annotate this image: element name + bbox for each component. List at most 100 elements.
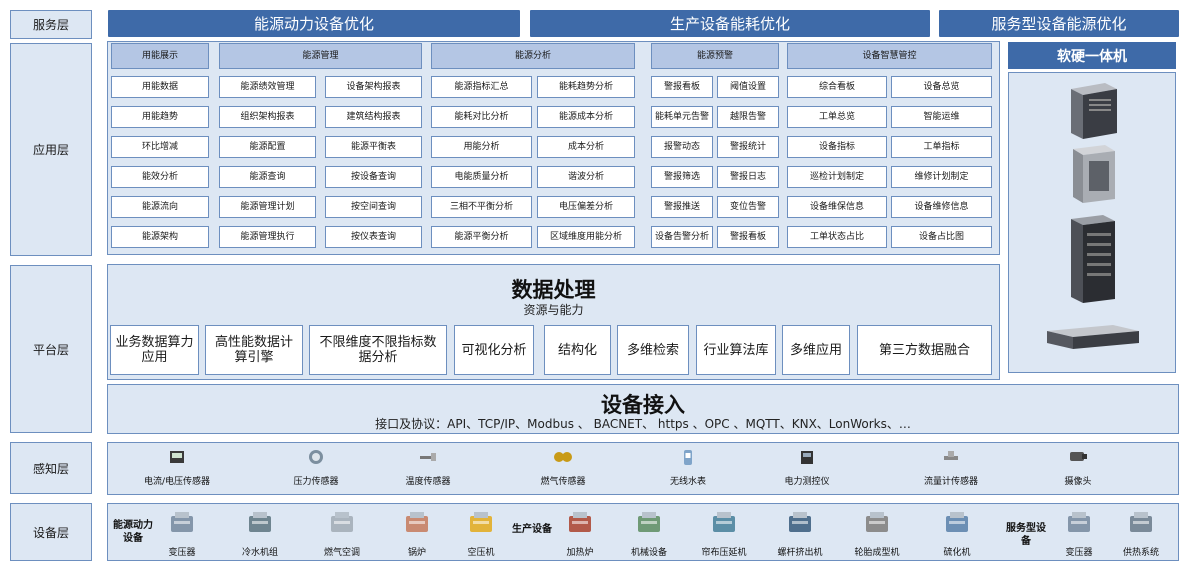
capability-box: 第三方数据融合 [857,325,992,375]
app-group-header-group1: 用能展示 [111,43,209,69]
camera-icon [1070,452,1087,461]
layer-label-application: 应用层 [10,43,92,256]
banner-power-optimization: 能源动力设备优化 [108,10,520,37]
app-cell: 维修计划制定 [891,166,992,188]
data-processing-subtitle: 资源与能力 [523,303,584,317]
sensor-label: 电力测控仪 [784,477,830,487]
equipment-label: 锅炉 [407,548,426,558]
app-cell: 工单指标 [891,136,992,158]
app-cell: 警报看板 [651,76,713,98]
capability-box: 业务数据算力应用 [110,325,199,375]
app-cell: 成本分析 [537,136,635,158]
chiller-icon [249,512,271,532]
server-tower-icon [1073,145,1115,203]
app-cell: 能源架构 [111,226,209,248]
equipment-group-service-label: 服务型设备 [1006,523,1046,547]
app-cell: 能源指标汇总 [431,76,532,98]
capability-box: 高性能数据计算引擎 [205,325,303,375]
layer-label-service: 服务层 [10,10,92,39]
app-cell: 按设备查询 [325,166,422,188]
boiler-icon [406,512,428,532]
app-cell: 谐波分析 [537,166,635,188]
sensor-label: 压力传感器 [293,477,339,487]
banner-service-optimization: 服务型设备能源优化 [939,10,1179,37]
app-cell: 电能质量分析 [431,166,532,188]
rack-server-icon [1047,325,1139,349]
app-cell: 能耗单元告警 [651,106,713,128]
app-cell: 三相不平衡分析 [431,196,532,218]
equipment-group-production-label: 生产设备 [512,524,552,535]
app-cell: 能效分析 [111,166,209,188]
app-cell: 能源平衡分析 [431,226,532,248]
app-cell: 能源绩效管理 [219,76,316,98]
app-cell: 警报日志 [717,166,779,188]
transformer-icon [171,512,193,532]
app-cell: 能源配置 [219,136,316,158]
app-cell: 警报看板 [717,226,779,248]
app-cell: 按空间查询 [325,196,422,218]
server-tower-icon [1071,83,1117,139]
equipment-label: 螺杆挤出机 [777,548,823,558]
app-cell: 能源查询 [219,166,316,188]
app-cell: 综合看板 [787,76,887,98]
app-cell: 设备总览 [891,76,992,98]
app-cell: 建筑结构报表 [325,106,422,128]
wireless-water-meter-icon [684,450,692,465]
flowmeter-sensor-icon [944,451,958,460]
equipment-label: 轮胎成型机 [854,548,900,558]
app-cell: 设备架构报表 [325,76,422,98]
machinery-icon [638,512,660,532]
banner-production-optimization: 生产设备能耗优化 [530,10,930,37]
app-cell: 按仪表查询 [325,226,422,248]
transformer-icon [1068,512,1090,532]
heating-system-icon [1130,512,1152,532]
gas-ac-icon [331,512,353,532]
app-cell: 设备占比图 [891,226,992,248]
equipment-group-power-label: 能源动力设备 [113,520,153,544]
app-cell: 能源平衡表 [325,136,422,158]
heating-furnace-icon [569,512,591,532]
sensor-label: 燃气传感器 [540,477,586,487]
app-cell: 报警动态 [651,136,713,158]
sensor-label: 摄像头 [1064,477,1092,487]
app-cell: 警报统计 [717,136,779,158]
layer-label-equipment: 设备层 [10,503,92,561]
layer-label-perception: 感知层 [10,442,92,494]
equipment-label: 加热炉 [566,548,594,558]
app-cell: 能源管理计划 [219,196,316,218]
app-cell: 巡检计划制定 [787,166,887,188]
app-cell: 工单总览 [787,106,887,128]
protocol-list: 接口及协议：API、TCP/IP、Modbus 、 BACNET、 https … [375,417,911,431]
app-cell: 区域维度用能分析 [537,226,635,248]
app-cell: 能耗对比分析 [431,106,532,128]
sensor-label: 流量计传感器 [923,477,978,487]
capability-box: 可视化分析 [454,325,534,375]
app-cell: 设备维保信息 [787,196,887,218]
power-meter-icon [801,451,813,464]
app-cell: 环比增减 [111,136,209,158]
app-cell: 用能趋势 [111,106,209,128]
data-processing-title: 数据处理 [511,278,596,302]
equipment-label: 空压机 [467,548,495,558]
hardware-title: 软硬一体机 [1008,42,1176,69]
app-cell: 警报筛选 [651,166,713,188]
app-cell: 阈值设置 [717,76,779,98]
sensor-label: 无线水表 [669,477,706,487]
air-compressor-icon [470,512,492,532]
device-access-title: 设备接入 [601,393,685,417]
equipment-label: 供热系统 [1122,548,1159,558]
capability-box: 不限维度不限指标数据分析 [309,325,447,375]
capability-box: 结构化 [544,325,611,375]
pressure-sensor-icon [309,450,323,464]
equipment-label: 变压器 [168,548,196,558]
perception-panel [107,442,1179,495]
capability-box: 多维应用 [782,325,850,375]
equipment-label: 硫化机 [943,548,971,558]
layer-label-platform: 平台层 [10,265,92,433]
app-cell: 能源管理执行 [219,226,316,248]
app-cell: 设备告警分析 [651,226,713,248]
app-cell: 电压偏差分析 [537,196,635,218]
screw-extruder-icon [789,512,811,532]
app-cell: 用能分析 [431,136,532,158]
sensor-label: 电流/电压传感器 [143,477,211,487]
